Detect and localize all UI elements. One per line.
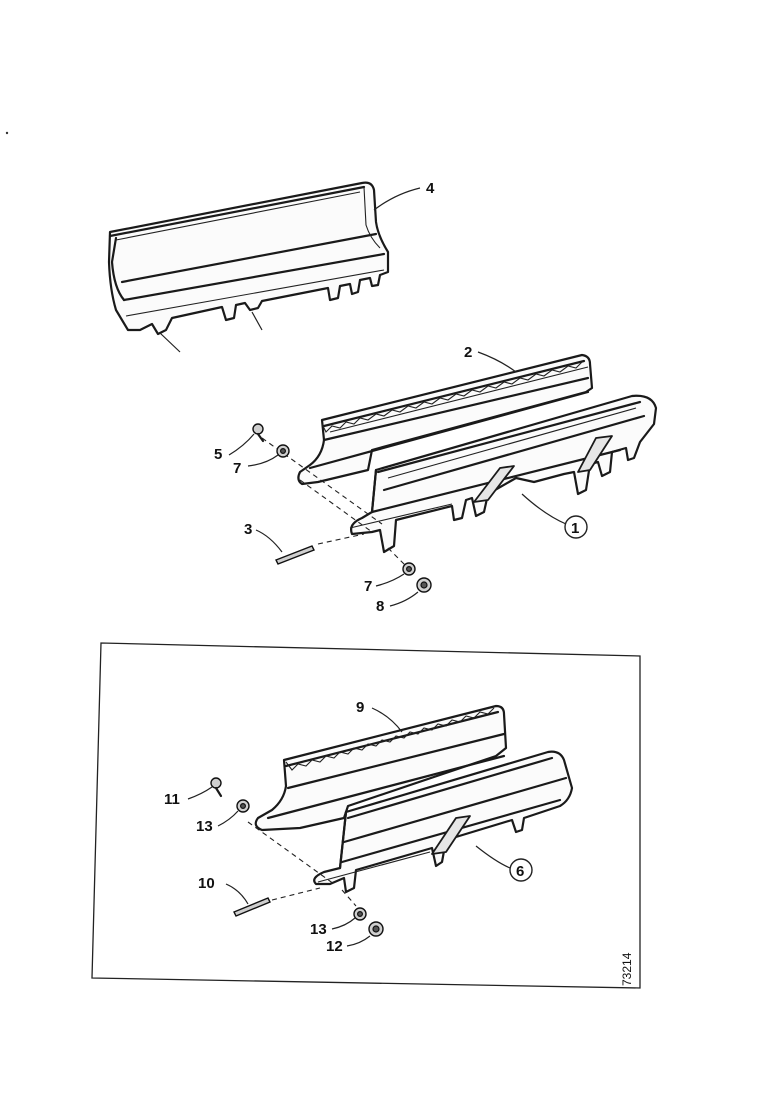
- part-2-channel: [297, 353, 594, 486]
- leader-7-lower: [375, 573, 405, 587]
- leader-2: [477, 351, 517, 373]
- pin-3: [275, 545, 315, 565]
- callout-7-upper: 7: [233, 460, 241, 477]
- leader-8: [389, 591, 419, 607]
- callout-11: 11: [164, 791, 180, 808]
- callout-6: 6: [516, 863, 524, 880]
- assembly-line-upper-c: [317, 533, 365, 545]
- washer-7-lower: [402, 562, 416, 576]
- reference-code: 73214: [620, 952, 634, 986]
- nut-12: [368, 921, 384, 937]
- leader-10: [225, 883, 249, 905]
- washer-13-upper: [236, 799, 250, 813]
- callout-9: 9: [356, 699, 364, 716]
- leader-6: [475, 845, 511, 869]
- callout-4: 4: [426, 180, 435, 197]
- leader-12: [346, 935, 371, 947]
- callout-5: 5: [214, 446, 222, 463]
- inset-frame: [91, 642, 641, 989]
- stray-mark: [5, 131, 9, 135]
- leader-1: [521, 493, 567, 525]
- nut-8: [416, 577, 432, 593]
- assembly-line-upper-b: [299, 479, 373, 533]
- callout-13-upper: 13: [196, 818, 213, 835]
- assembly-line-upper-d: [387, 547, 407, 567]
- part-4-tray: [107, 181, 390, 353]
- leader-3: [255, 529, 283, 553]
- leader-7-upper: [247, 454, 279, 467]
- callout-12: 12: [326, 938, 343, 955]
- assembly-line-inset-c: [341, 889, 357, 907]
- leader-13-lower: [331, 917, 356, 930]
- leader-11: [187, 786, 213, 800]
- leader-9: [371, 707, 403, 733]
- callout-2: 2: [464, 344, 472, 361]
- callout-1: 1: [571, 520, 579, 537]
- washer-7-upper: [276, 444, 290, 458]
- bolt-11: [210, 777, 223, 798]
- callout-1-ring: [564, 515, 588, 539]
- callout-10: 10: [198, 875, 215, 892]
- assembly-line-upper-a: [261, 437, 383, 525]
- leader-4: [373, 187, 421, 211]
- part-9-channel: [254, 704, 508, 832]
- leader-13-upper: [217, 810, 239, 827]
- leader-5: [228, 433, 255, 456]
- callout-3: 3: [244, 521, 252, 538]
- part-6-base: [313, 750, 574, 894]
- pin-10: [233, 897, 271, 917]
- assembly-line-inset-b: [271, 887, 321, 901]
- part-1-base: [349, 394, 658, 554]
- bolt-5: [252, 423, 265, 443]
- callout-7-lower: 7: [364, 578, 372, 595]
- washer-13-lower: [353, 907, 367, 921]
- callout-13-lower: 13: [310, 921, 327, 938]
- callout-6-ring: [509, 858, 533, 882]
- assembly-line-inset-a: [247, 821, 335, 885]
- callout-8: 8: [376, 598, 384, 615]
